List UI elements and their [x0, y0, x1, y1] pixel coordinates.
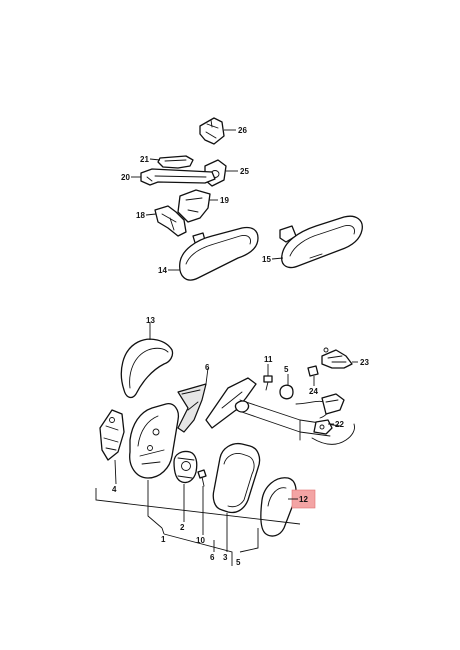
- callout-3: 3: [223, 553, 228, 562]
- part-18-bracket: 18: [136, 205, 187, 237]
- part-12-glass-plate: 12: [260, 477, 316, 537]
- callout-19: 19: [220, 196, 229, 205]
- callout-6-top: 6: [205, 363, 210, 372]
- callout-13: 13: [146, 316, 155, 325]
- part-14-interior-mirror: 14: [158, 226, 259, 281]
- part-4-bracket: 4: [99, 409, 125, 494]
- part-3-mirror-glass: 3: [212, 442, 261, 562]
- callout-24: 24: [309, 387, 318, 396]
- part-20-rail: 20: [121, 168, 216, 186]
- callout-22: 22: [335, 420, 344, 429]
- callout-12: 12: [299, 495, 308, 504]
- callout-23: 23: [360, 358, 369, 367]
- callout-1: 1: [161, 535, 166, 544]
- part-19-mount-base: 19: [177, 189, 229, 223]
- part-10-screw: 10: [196, 469, 207, 545]
- callout-25: 25: [240, 167, 249, 176]
- callout-15: 15: [262, 255, 271, 264]
- callout-2: 2: [180, 523, 185, 532]
- callout-4: 4: [112, 485, 117, 494]
- door-frame-outline: 6: [177, 363, 341, 441]
- callout-10: 10: [196, 536, 205, 545]
- part-26-clip: 26: [199, 117, 247, 145]
- callout-6-bottom: 6: [210, 553, 215, 562]
- part-11-screw: 11: [263, 355, 273, 391]
- callout-18: 18: [136, 211, 145, 220]
- callout-21: 21: [140, 155, 149, 164]
- mirror-housing: [129, 403, 180, 479]
- part-13-mirror-cap: 13: [120, 316, 174, 399]
- callout-11: 11: [264, 355, 273, 364]
- callout-5-bottom: 5: [236, 558, 241, 567]
- callout-14: 14: [158, 266, 167, 275]
- part-24-clip: 24: [307, 365, 319, 396]
- assembly-bracket-lines: 1 6 5: [95, 480, 301, 567]
- part-22-connector: 22: [328, 420, 344, 429]
- wiring-harness: [295, 393, 355, 445]
- callout-20: 20: [121, 173, 130, 182]
- part-15-interior-mirror: 15: [262, 215, 363, 269]
- part-23-connector: 23: [321, 347, 369, 369]
- part-5-cap: 5: [279, 365, 294, 400]
- callout-26: 26: [238, 126, 247, 135]
- part-21-cover: 21: [140, 155, 194, 169]
- part-2-motor: 2: [173, 450, 198, 532]
- callout-5-top: 5: [284, 365, 289, 374]
